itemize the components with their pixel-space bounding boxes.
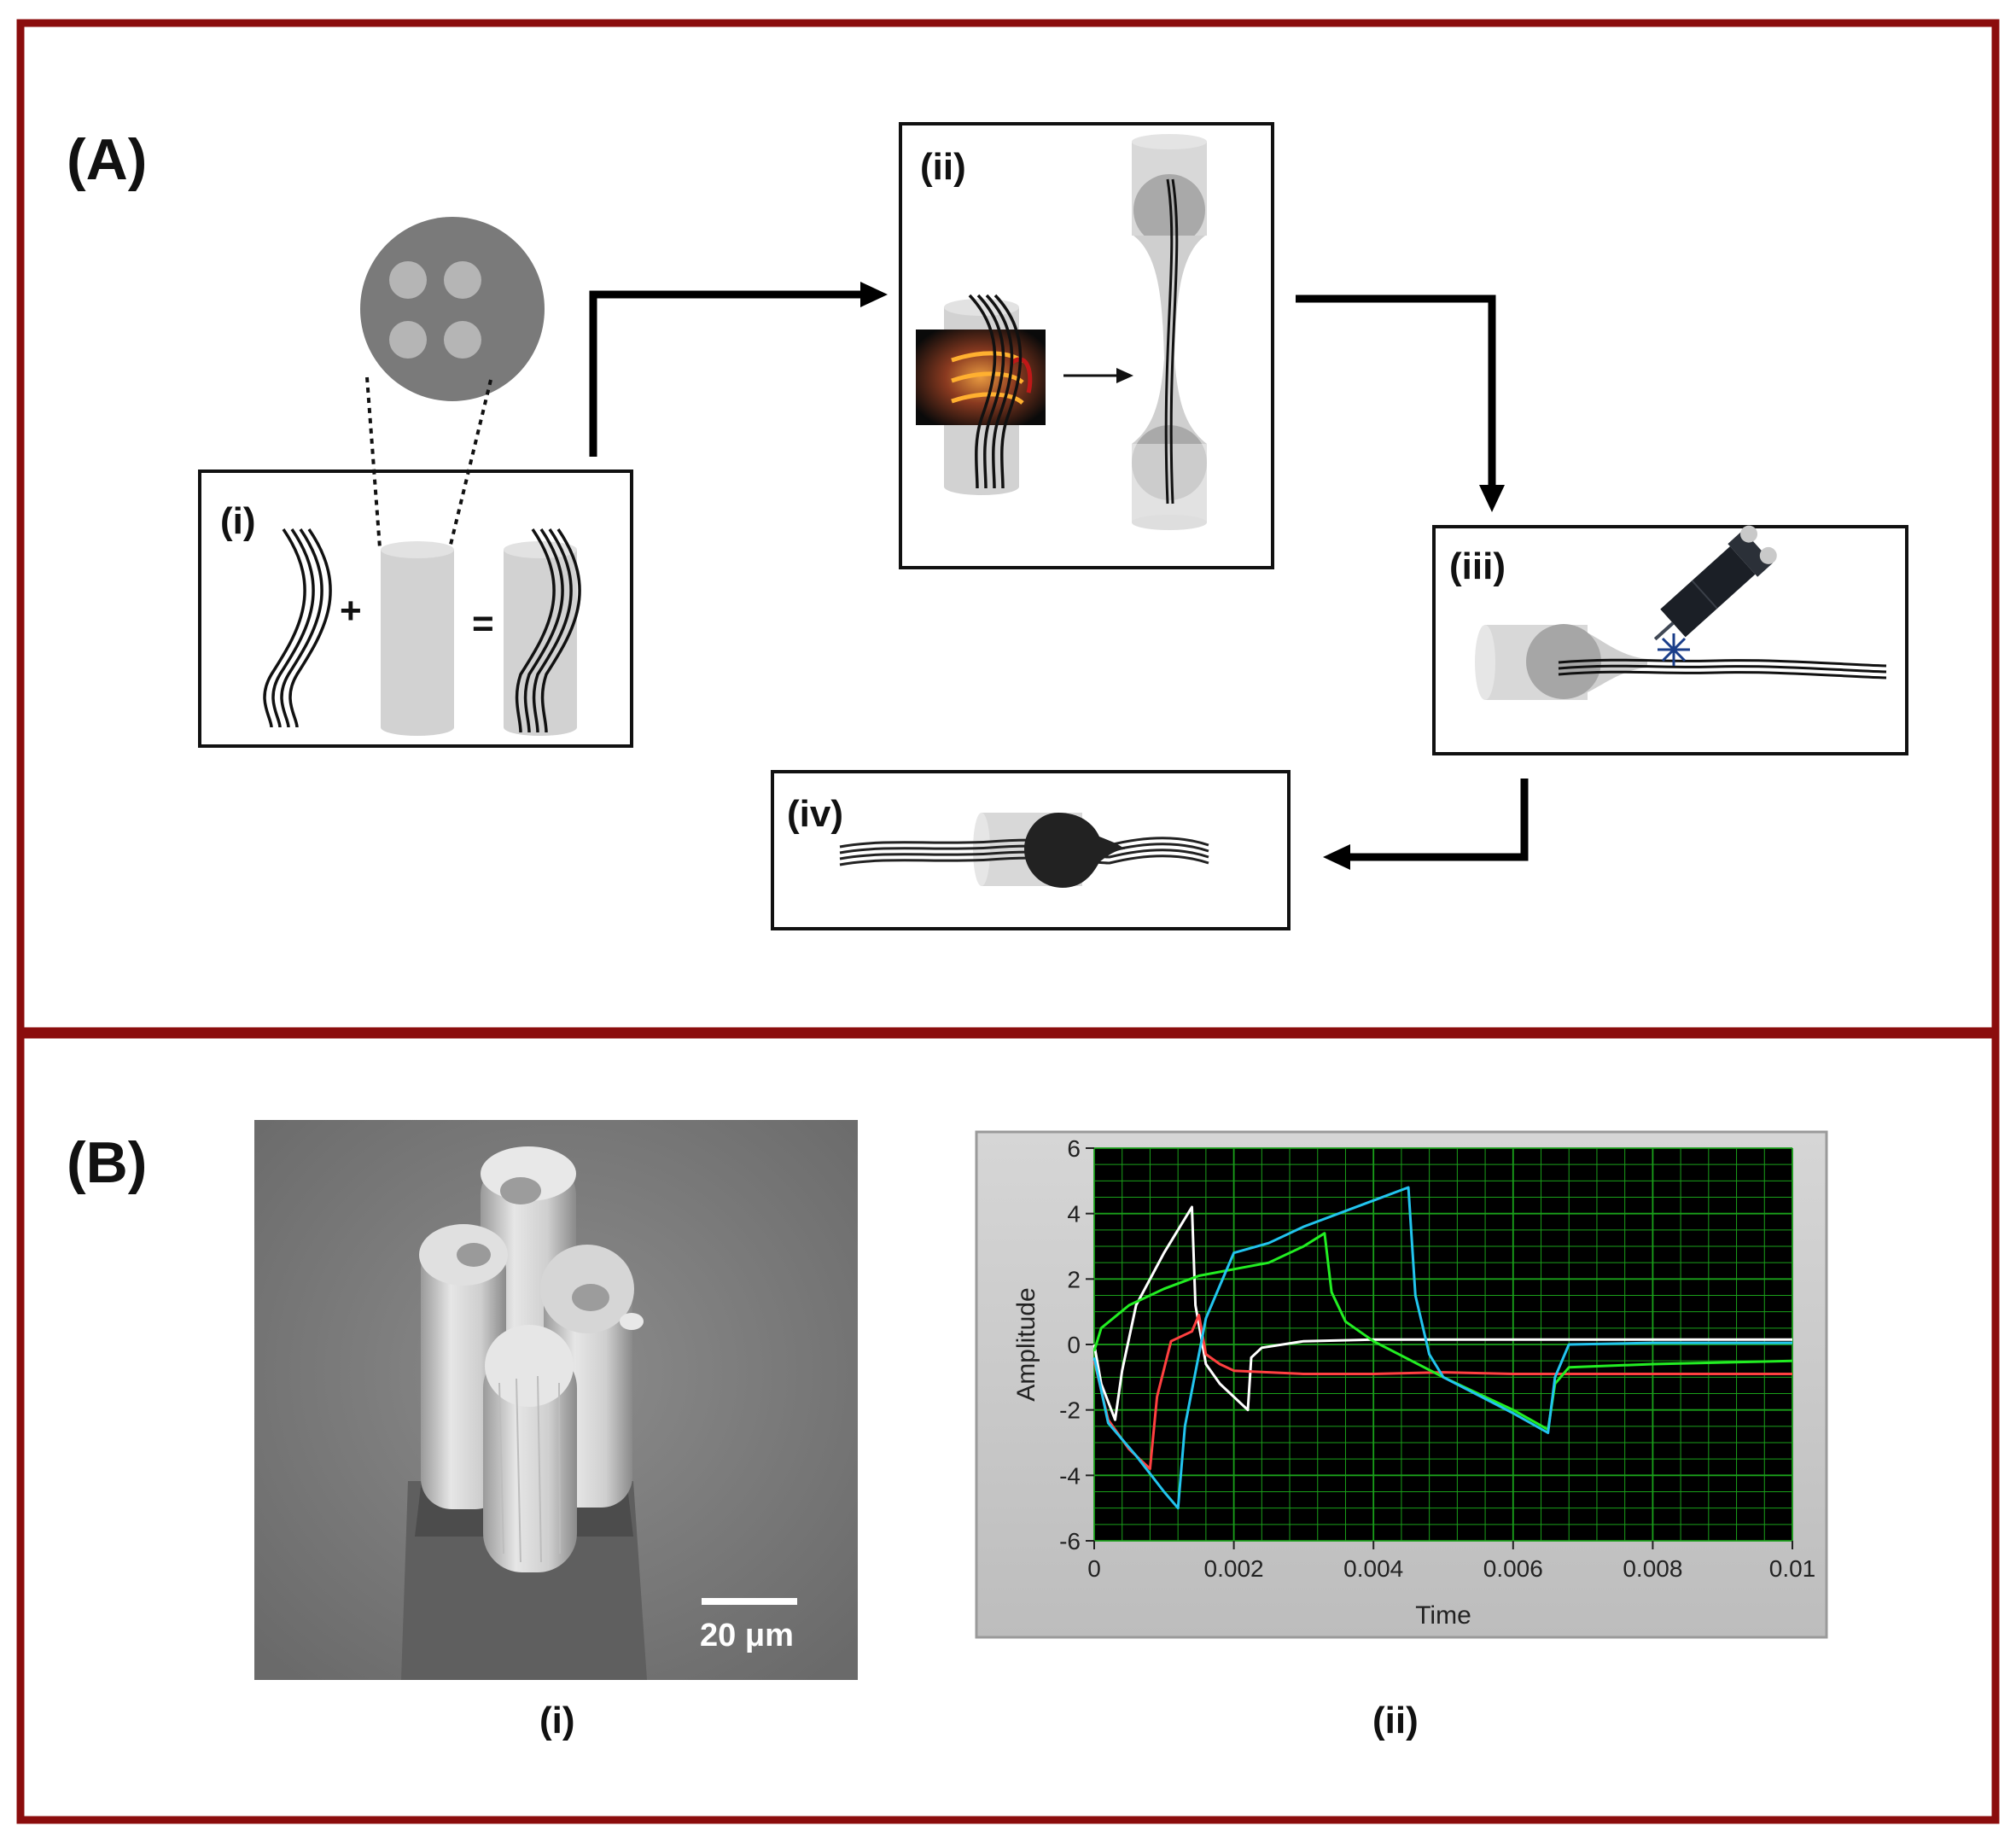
wire-bundle-icon bbox=[968, 294, 1023, 489]
zoom-line bbox=[448, 379, 492, 549]
x-tick-label: 0.006 bbox=[1483, 1555, 1543, 1582]
oscilloscope-chart: 0 0.002 0.004 0.006 0.008 0.01 6 4 2 0 -2 -4 -6 Tim… bbox=[975, 1130, 1828, 1639]
capillary-top bbox=[381, 541, 454, 558]
y-tick-label: 0 bbox=[1067, 1332, 1081, 1358]
step-ii-box bbox=[899, 122, 1274, 569]
sem-image: 20 μm bbox=[254, 1120, 858, 1680]
epoxy-seal bbox=[1024, 813, 1125, 888]
y-tick-label: 2 bbox=[1067, 1266, 1081, 1292]
step-i-box bbox=[198, 469, 633, 748]
step-ii-group: (ii) bbox=[899, 122, 1274, 569]
sub-ii-label: (ii) bbox=[1372, 1700, 1419, 1741]
scale-bar bbox=[702, 1598, 797, 1605]
coil-end bbox=[1010, 357, 1033, 394]
y-tick-label: -2 bbox=[1059, 1397, 1081, 1424]
x-tick-label: 0.008 bbox=[1623, 1555, 1682, 1582]
capillary-bottom bbox=[944, 478, 1019, 495]
series-lines bbox=[1092, 1186, 1793, 1510]
step-i-group: (i) + = bbox=[198, 217, 633, 748]
series-line-white bbox=[1092, 1205, 1792, 1421]
x-tick-label: 0.002 bbox=[1204, 1555, 1264, 1582]
cross-section-hole bbox=[444, 321, 481, 359]
scale-bar-label: 20 μm bbox=[700, 1618, 794, 1653]
y-tick-label: 6 bbox=[1067, 1135, 1081, 1162]
panel-a-label: (A) bbox=[67, 127, 147, 192]
y-axis-title: Amplitude bbox=[1012, 1287, 1040, 1401]
heater-coil-icon bbox=[916, 330, 1046, 425]
plus-sign: + bbox=[340, 590, 362, 632]
arrow-i-to-ii bbox=[589, 282, 888, 457]
series-line-cyan bbox=[1092, 1186, 1792, 1510]
arrow-ii-to-iii bbox=[1296, 295, 1505, 512]
laser-spark-icon bbox=[1658, 633, 1690, 666]
x-tick-label: 0.004 bbox=[1343, 1555, 1403, 1582]
cross-section-hole bbox=[444, 261, 481, 299]
x-tick-label: 0.01 bbox=[1769, 1555, 1816, 1582]
step-ii-label: (ii) bbox=[920, 146, 966, 188]
capillary-end bbox=[1475, 625, 1495, 700]
step-iv-label: (iv) bbox=[787, 793, 843, 835]
cross-section-hole bbox=[389, 321, 427, 359]
x-axis-title: Time bbox=[1415, 1601, 1471, 1630]
wire-bundle-icon bbox=[263, 528, 332, 728]
capillary-bottom bbox=[381, 719, 454, 736]
x-tick-label: 0 bbox=[1087, 1555, 1101, 1582]
y-tick-label: 4 bbox=[1067, 1201, 1081, 1228]
pulled-capillary bbox=[1132, 134, 1207, 530]
sub-i-label: (i) bbox=[539, 1700, 575, 1741]
wire-bundle-icon bbox=[1558, 658, 1887, 679]
step-iii-label: (iii) bbox=[1449, 545, 1506, 587]
panel-b-label: (B) bbox=[67, 1130, 147, 1195]
filled-capillary-bottom bbox=[504, 719, 577, 736]
small-arrow-head bbox=[1116, 368, 1133, 383]
laser-device-icon bbox=[1653, 525, 1777, 641]
capillary bbox=[381, 550, 454, 727]
step-iii-box bbox=[1432, 525, 1908, 755]
y-tick-label: -4 bbox=[1059, 1462, 1081, 1489]
cross-section-circle bbox=[360, 217, 545, 401]
grid-lines bbox=[1093, 1147, 1793, 1542]
equals-sign: = bbox=[472, 603, 494, 644]
arrow-iii-to-iv bbox=[1323, 779, 1529, 870]
x-ticks: 0 0.002 0.004 0.006 0.008 0.01 bbox=[1087, 1541, 1815, 1582]
step-i-label: (i) bbox=[220, 500, 256, 542]
step-iv-box bbox=[771, 770, 1291, 930]
wire-bundle-icon bbox=[515, 528, 581, 733]
zoom-line bbox=[365, 376, 382, 549]
step-iv-group: (iv) bbox=[771, 770, 1291, 930]
step-iii-group: (iii) bbox=[1432, 525, 1908, 755]
y-tick-label: -6 bbox=[1059, 1528, 1081, 1554]
cross-section-hole bbox=[389, 261, 427, 299]
y-ticks: 6 4 2 0 -2 -4 -6 bbox=[1059, 1135, 1094, 1554]
